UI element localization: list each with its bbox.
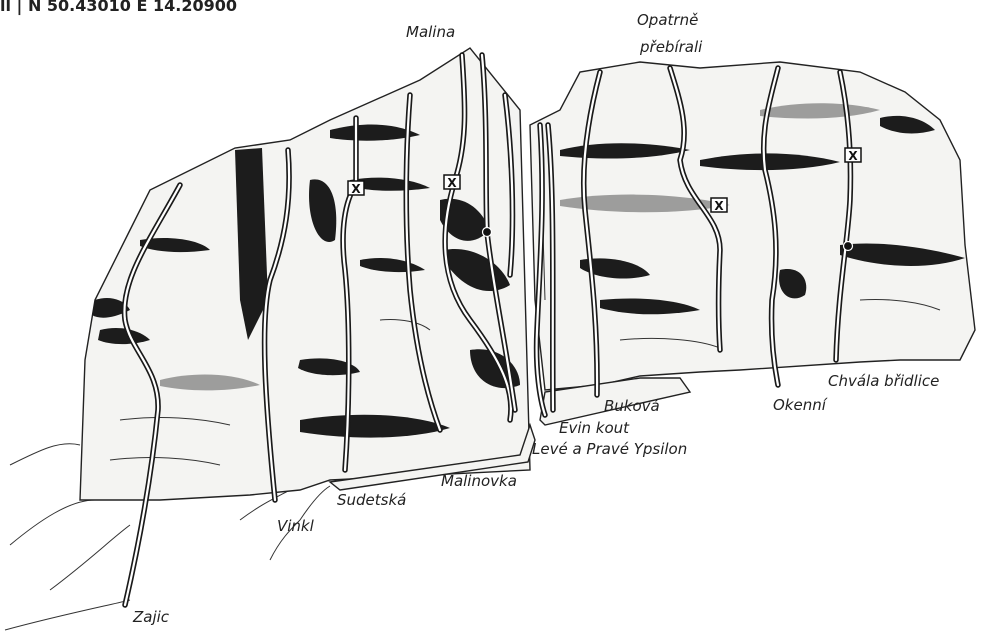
label-sudetska: Sudetská: [337, 491, 406, 509]
bolt-icon: X: [444, 175, 460, 190]
label-okenni: Okenní: [773, 396, 828, 414]
label-chvala-bridlice: Chvála břidlice: [828, 372, 939, 390]
ring-icon: [483, 228, 492, 237]
svg-text:X: X: [351, 182, 361, 196]
bolt-icon: X: [845, 148, 861, 163]
label-vinkl: Vinkl: [277, 517, 315, 535]
label-bukova: Buková: [604, 397, 660, 415]
svg-text:X: X: [714, 199, 724, 213]
label-malinovka: Malinovka: [441, 472, 517, 490]
label-leve-a-prave-ypsilon: Levé a Pravé Ypsilon: [532, 440, 687, 458]
bolt-icon: X: [711, 198, 727, 213]
svg-text:X: X: [447, 176, 457, 190]
ring-icon: [844, 242, 853, 251]
svg-text:X: X: [848, 149, 858, 163]
bolt-icon: X: [348, 181, 364, 196]
label-malina: Malina: [406, 23, 455, 41]
label-zajic: Zajic: [132, 608, 170, 626]
label-evin-kout: Evin kout: [559, 419, 630, 437]
label-opatrne-line2: přebírali: [639, 38, 703, 56]
label-opatrne-line1: Opatrně: [637, 11, 698, 29]
